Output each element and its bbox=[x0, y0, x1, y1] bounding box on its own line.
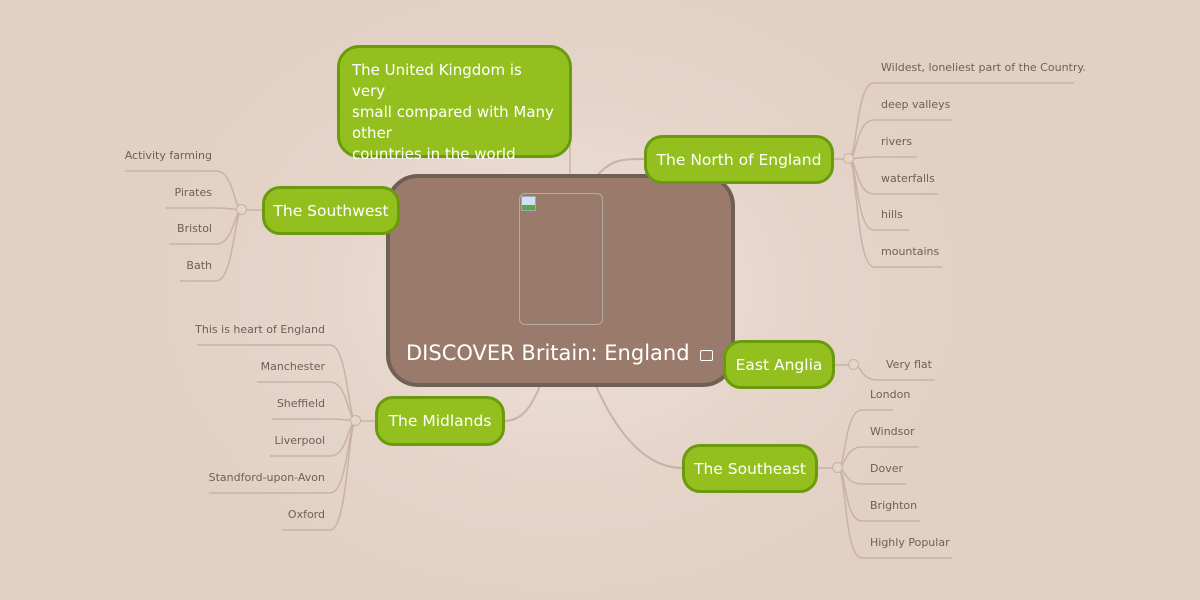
leaf-topic[interactable]: deep valleys bbox=[881, 98, 951, 111]
leaf-topic[interactable]: mountains bbox=[881, 245, 940, 258]
central-image bbox=[519, 193, 603, 325]
collapse-toggle[interactable] bbox=[832, 462, 843, 473]
leaf-topic[interactable]: Pirates bbox=[174, 186, 212, 199]
leaf-topic[interactable]: Activity farming bbox=[124, 149, 212, 162]
leaf-topic[interactable]: Sheffield bbox=[276, 397, 325, 410]
connector-line bbox=[282, 420, 357, 531]
leaf-topic[interactable]: Manchester bbox=[260, 360, 325, 373]
leaf-topic[interactable]: Brighton bbox=[870, 499, 918, 512]
leaf-topic[interactable]: hills bbox=[881, 208, 903, 221]
node-midlands[interactable]: The Midlands bbox=[375, 396, 505, 446]
collapse-toggle[interactable] bbox=[848, 359, 859, 370]
node-east-anglia[interactable]: East Anglia bbox=[723, 340, 835, 389]
node-southeast[interactable]: The Southeast bbox=[682, 444, 818, 493]
connector-line bbox=[837, 409, 893, 469]
leaf-topic[interactable]: Bath bbox=[186, 259, 212, 272]
leaf-topic[interactable]: This is heart of England bbox=[195, 323, 325, 336]
note-line: The United Kingdom is very bbox=[352, 61, 522, 100]
central-node[interactable]: DISCOVER Britain: England bbox=[386, 174, 735, 387]
collapse-toggle[interactable] bbox=[350, 415, 361, 426]
broken-image-icon bbox=[521, 196, 536, 211]
connector-line bbox=[848, 156, 917, 160]
note-line: other bbox=[352, 124, 392, 142]
leaf-topic[interactable]: Liverpool bbox=[274, 434, 325, 447]
note-line: small compared with Many bbox=[352, 103, 554, 121]
leaf-topic[interactable]: Oxford bbox=[287, 508, 325, 521]
image-icon[interactable] bbox=[700, 350, 713, 361]
central-title: DISCOVER Britain: England bbox=[406, 341, 690, 365]
connector-line bbox=[837, 467, 920, 522]
connector-line bbox=[166, 207, 243, 211]
connector-line bbox=[272, 418, 357, 422]
leaf-topic[interactable]: Wildest, loneliest part of the Country. bbox=[881, 61, 1086, 74]
connector-line bbox=[503, 385, 541, 422]
leaf-topic[interactable]: rivers bbox=[881, 135, 913, 148]
connector-line bbox=[594, 158, 645, 179]
node-north-of-england[interactable]: The North of England bbox=[644, 135, 834, 184]
leaf-topic[interactable]: London bbox=[870, 388, 911, 401]
leaf-topic[interactable]: Windsor bbox=[870, 425, 915, 438]
leaf-topic[interactable]: Bristol bbox=[177, 222, 212, 235]
leaf-topic[interactable]: waterfalls bbox=[881, 172, 935, 185]
collapse-toggle[interactable] bbox=[236, 204, 247, 215]
collapse-toggle[interactable] bbox=[843, 153, 854, 164]
connector-line bbox=[595, 385, 683, 469]
note-line: countries in the world bbox=[352, 145, 516, 163]
connector-line bbox=[848, 158, 942, 268]
note-node[interactable]: The United Kingdom is very small compare… bbox=[337, 45, 572, 163]
leaf-topic[interactable]: Very flat bbox=[886, 358, 932, 371]
leaf-topic[interactable]: Dover bbox=[870, 462, 903, 475]
leaf-topic[interactable]: Highly Popular bbox=[870, 536, 950, 549]
node-southwest[interactable]: The Southwest bbox=[262, 186, 400, 235]
leaf-topic[interactable]: Standford-upon-Avon bbox=[208, 471, 325, 484]
